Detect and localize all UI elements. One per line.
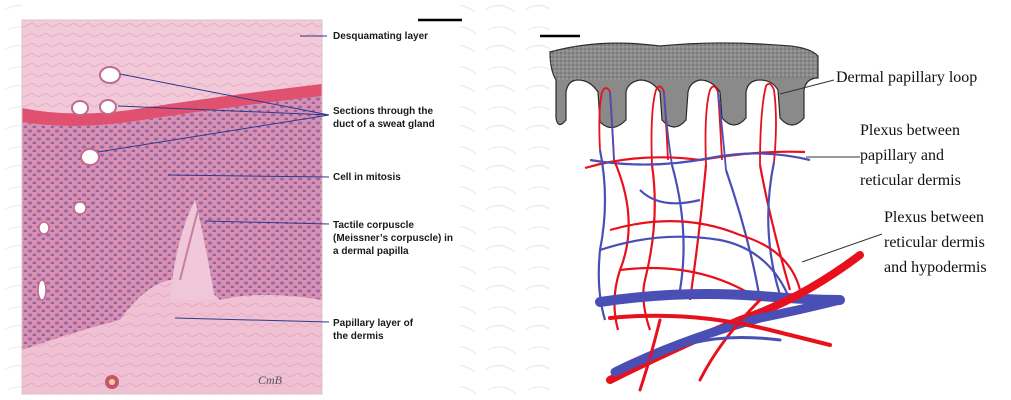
label-dermal-papillary-loop: Dermal papillary loop (836, 69, 977, 86)
label-plexus1-line1: Plexus between (860, 122, 960, 139)
label-plexus2-line3: and hypodermis (884, 259, 987, 276)
label-tactile-line2: (Meissner’s corpuscle) in (333, 233, 453, 244)
label-tactile-line1: Tactile corpuscle (333, 220, 414, 231)
label-cell-in-mitosis: Cell in mitosis (333, 172, 401, 183)
label-papillary-line1: Papillary layer of (333, 318, 414, 329)
artist-signature: CmB (258, 373, 283, 387)
label-plexus1-line3: reticular dermis (860, 172, 961, 189)
label-papillary-line2: the dermis (333, 331, 384, 342)
label-plexus1-line2: papillary and (860, 147, 944, 164)
histology-micrograph: CmB (22, 20, 322, 394)
background-watermark (460, 0, 550, 400)
label-sweat-duct-line2: duct of a sweat gland (333, 119, 435, 130)
label-plexus2-line1: Plexus between (884, 209, 984, 226)
label-tactile-line3: a dermal papilla (333, 246, 409, 257)
label-sweat-duct-line1: Sections through the (333, 106, 433, 117)
label-desquamating-layer: Desquamating layer (333, 31, 428, 42)
label-plexus2-line2: reticular dermis (884, 234, 985, 251)
